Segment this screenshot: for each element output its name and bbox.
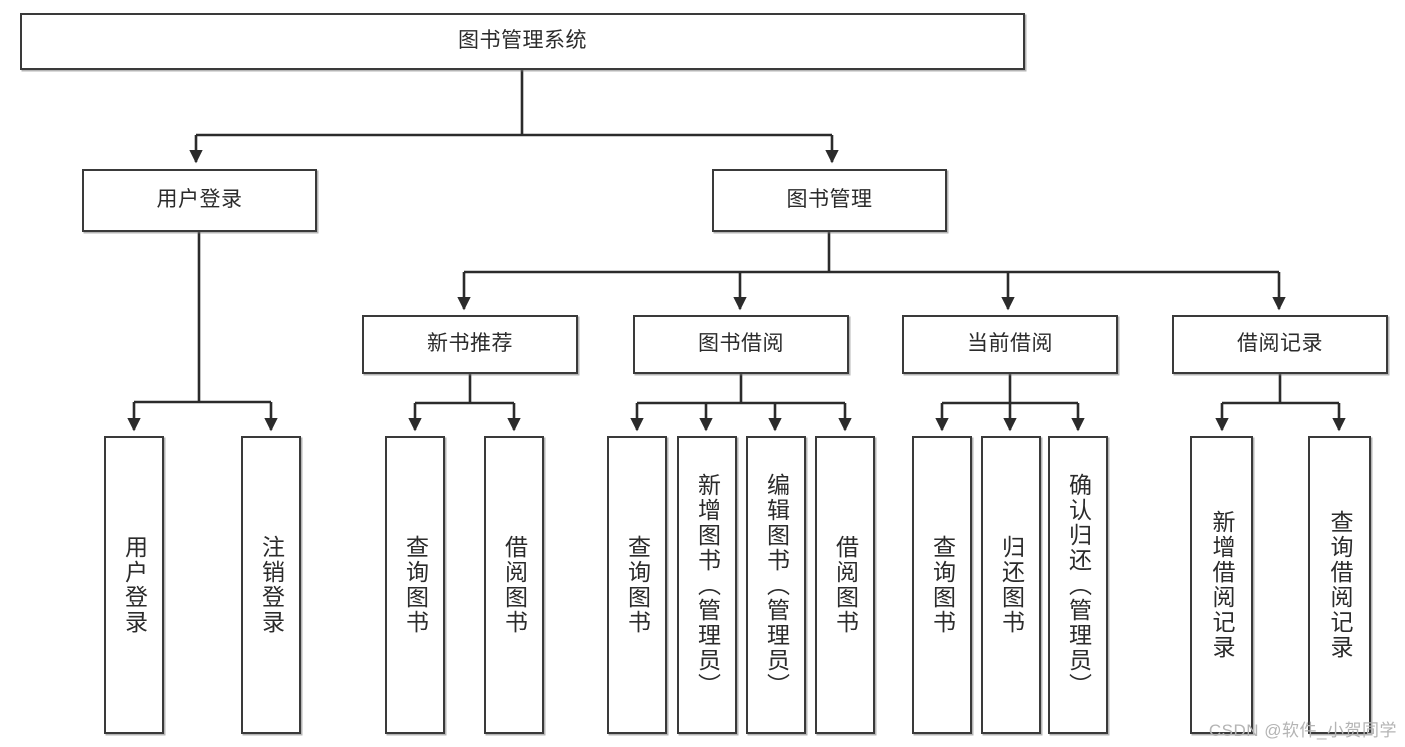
leaf-logout-login[interactable]: 注销登录: [241, 436, 301, 734]
node-book-manage[interactable]: 图书管理: [712, 169, 947, 232]
csdn-watermark: CSDN @软件_小贺同学: [1208, 721, 1397, 740]
node-book-borrow[interactable]: 图书借阅: [633, 315, 849, 374]
node-label: 新增图书（管理员）: [694, 472, 721, 698]
leaf-user-login[interactable]: 用户登录: [104, 436, 164, 734]
node-label: 归还图书: [998, 535, 1025, 635]
node-root-system[interactable]: 图书管理系统: [20, 13, 1025, 70]
node-label: 借阅记录: [1237, 332, 1323, 356]
node-borrow-record[interactable]: 借阅记录: [1172, 315, 1388, 374]
leaf-add-borrow-record[interactable]: 新增借阅记录: [1190, 436, 1253, 734]
leaf-query-book-recommend[interactable]: 查询图书: [385, 436, 445, 734]
node-new-book-recommend[interactable]: 新书推荐: [362, 315, 578, 374]
leaf-borrow-book-recommend[interactable]: 借阅图书: [484, 436, 544, 734]
node-label: 用户登录: [121, 535, 148, 635]
node-label: 图书管理系统: [458, 29, 587, 53]
node-label: 新书推荐: [427, 332, 513, 356]
node-label: 查询图书: [402, 535, 429, 635]
node-label: 编辑图书（管理员）: [763, 472, 790, 698]
node-label: 查询借阅记录: [1327, 510, 1353, 660]
node-label: 新增借阅记录: [1209, 510, 1235, 660]
leaf-confirm-return[interactable]: 确认归还（管理员）: [1048, 436, 1108, 734]
leaf-borrow-book[interactable]: 借阅图书: [815, 436, 875, 734]
node-label: 图书管理: [786, 188, 873, 212]
leaf-query-borrow-record[interactable]: 查询借阅记录: [1308, 436, 1371, 734]
node-current-borrow[interactable]: 当前借阅: [902, 315, 1118, 374]
leaf-return-book[interactable]: 归还图书: [981, 436, 1041, 734]
node-label: 图书借阅: [698, 332, 784, 356]
leaf-edit-book[interactable]: 编辑图书（管理员）: [746, 436, 806, 734]
node-label: 借阅图书: [832, 535, 859, 635]
node-label: 查询图书: [624, 535, 651, 635]
leaf-add-book[interactable]: 新增图书（管理员）: [677, 436, 737, 734]
node-user-login[interactable]: 用户登录: [82, 169, 317, 232]
node-label: 借阅图书: [501, 535, 528, 635]
node-label: 查询图书: [929, 535, 956, 635]
node-label: 注销登录: [258, 535, 285, 635]
leaf-query-book-borrow[interactable]: 查询图书: [607, 436, 667, 734]
node-label: 当前借阅: [967, 332, 1053, 356]
node-label: 用户登录: [156, 188, 243, 212]
leaf-query-book-current[interactable]: 查询图书: [912, 436, 972, 734]
node-label: 确认归还（管理员）: [1065, 472, 1092, 698]
